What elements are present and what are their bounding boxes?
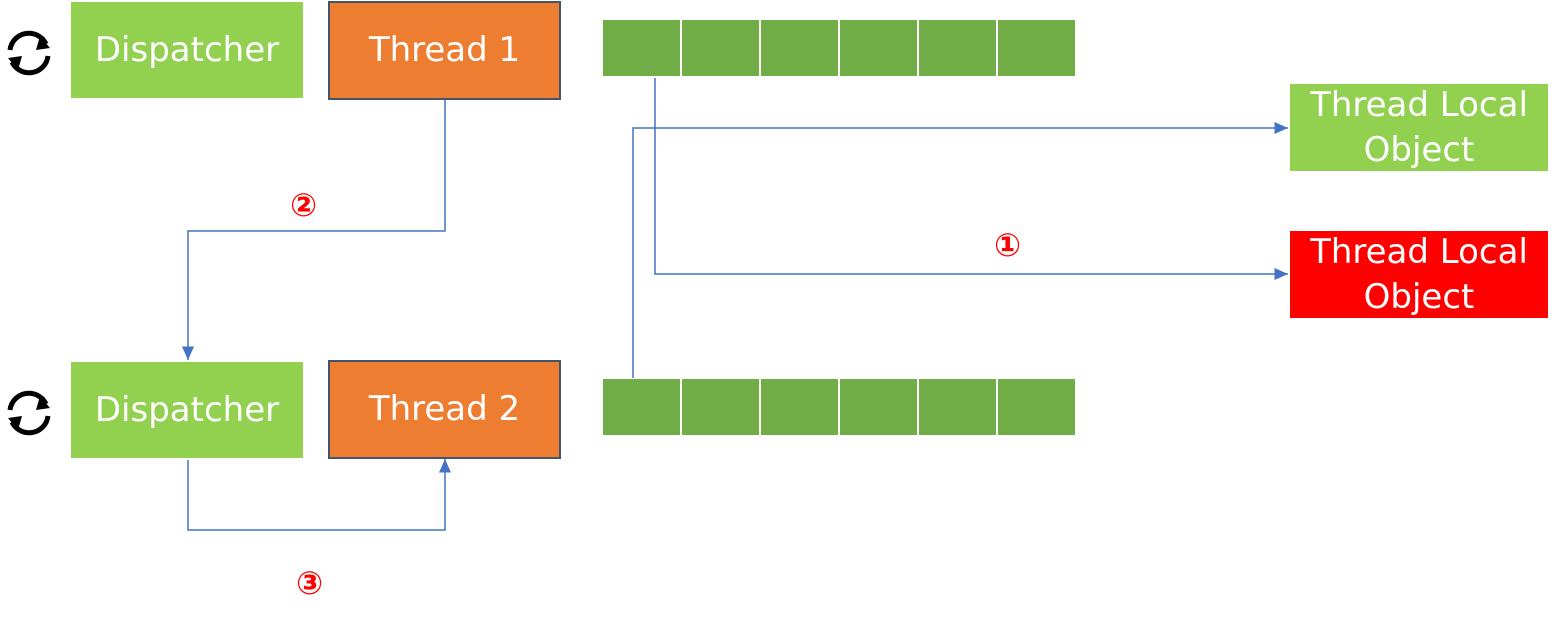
slots2-to-green-object-connector: [632, 122, 1288, 378]
slot: [603, 20, 682, 76]
object-label: Thread Local Object: [1310, 85, 1528, 170]
thread1-to-dispatcher2-connector: [182, 100, 446, 360]
thread-local-object-stale: Thread Local Object: [1290, 231, 1548, 318]
dispatcher-box: Dispatcher: [71, 362, 303, 458]
slot: [919, 20, 998, 76]
dispatcher2-to-thread2-connector: [187, 459, 451, 531]
dispatcher-label: Dispatcher: [94, 29, 280, 70]
thread-local-slots: [603, 379, 1075, 435]
slot: [603, 379, 682, 435]
slot: [761, 20, 840, 76]
dispatcher-box: Dispatcher: [71, 2, 303, 98]
object-label: Thread Local Object: [1310, 232, 1528, 317]
slots1-to-red-object-connector: [654, 78, 1288, 280]
dispatcher-label: Dispatcher: [94, 389, 280, 430]
thread-local-object-valid: Thread Local Object: [1290, 84, 1548, 171]
slot: [998, 379, 1075, 435]
slot: [840, 20, 919, 76]
slot: [682, 20, 761, 76]
step-marker-2: ②: [290, 186, 318, 224]
slot: [998, 20, 1075, 76]
slot: [840, 379, 919, 435]
thread-box: Thread 1: [328, 1, 561, 100]
cycle-icon: [7, 390, 51, 436]
thread-box: Thread 2: [328, 360, 561, 459]
slot: [919, 379, 998, 435]
slot: [682, 379, 761, 435]
thread-local-slots: [603, 20, 1075, 76]
cycle-icon: [7, 30, 51, 76]
step-marker-1: ①: [994, 226, 1022, 264]
step-marker-3: ③: [296, 564, 324, 602]
slot: [761, 379, 840, 435]
thread-label: Thread 2: [368, 389, 521, 430]
thread-label: Thread 1: [368, 30, 521, 71]
